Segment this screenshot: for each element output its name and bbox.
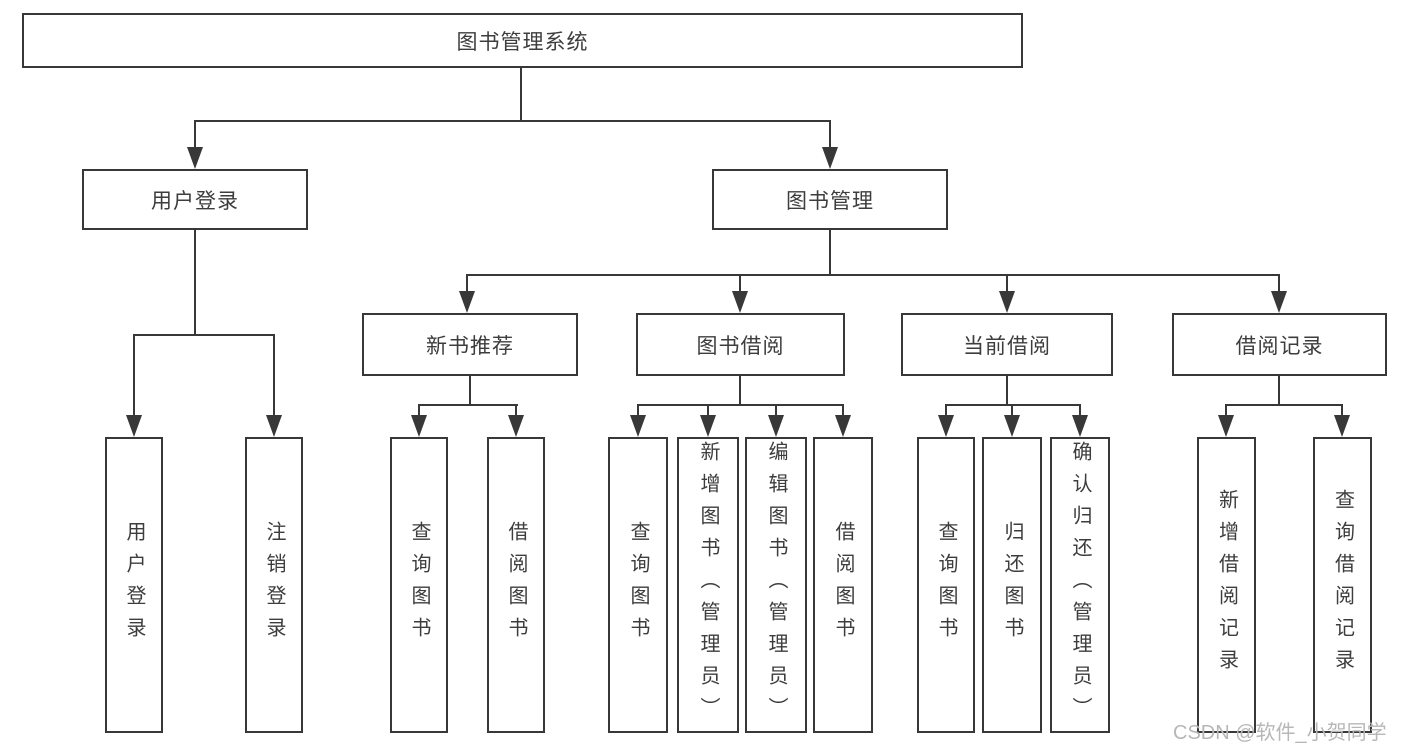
leaf-query-books-recommend: 查询图书 [390, 437, 448, 733]
connector-line [1341, 404, 1343, 418]
leaf-edit-books-admin: 编辑图书（管理员） [745, 437, 807, 733]
node-label: 图书借阅 [696, 334, 785, 358]
connector-line [707, 404, 709, 418]
arrow-down-icon [732, 291, 748, 313]
arrow-down-icon [126, 415, 142, 437]
connector-line [133, 334, 135, 417]
connector-line [945, 404, 947, 418]
connector-line [739, 274, 741, 294]
connector-line [1006, 274, 1008, 294]
connector-line [829, 230, 831, 276]
node-label: 借阅图书 [505, 521, 527, 649]
node-label: 归还图书 [1001, 521, 1023, 649]
leaf-add-books-admin: 新增图书（管理员） [677, 437, 739, 733]
arrow-down-icon [1334, 415, 1350, 437]
node-label: 注销登录 [263, 521, 285, 649]
csdn-watermark: CSDN @软件_小贺同学 [1173, 722, 1387, 744]
connector-line [466, 274, 468, 294]
leaf-query-books-current: 查询图书 [917, 437, 975, 733]
connector-line [418, 404, 420, 418]
node-label: 图书管理系统 [456, 30, 589, 54]
connector-line [133, 334, 275, 336]
connector-line [739, 376, 741, 406]
connector-line [775, 404, 777, 418]
arrow-down-icon [266, 415, 282, 437]
arrow-down-icon [1072, 415, 1088, 437]
connector-line [1225, 404, 1343, 406]
leaf-add-borrow-record: 新增借阅记录 [1197, 437, 1256, 733]
arrow-down-icon [768, 415, 784, 437]
connector-line [194, 120, 831, 122]
leaf-return-books: 归还图书 [982, 437, 1042, 733]
connector-line [637, 404, 844, 406]
node-label: 借阅记录 [1235, 334, 1324, 358]
arrow-down-icon [1218, 415, 1234, 437]
leaf-logout: 注销登录 [245, 437, 303, 733]
arrow-down-icon [1271, 291, 1287, 313]
arrow-down-icon [411, 415, 427, 437]
connector-line [1225, 404, 1227, 418]
arrow-down-icon [630, 415, 646, 437]
node-book-borrow: 图书借阅 [636, 313, 845, 376]
node-label: 用户登录 [151, 189, 239, 213]
arrow-down-icon [459, 291, 475, 313]
node-label: 查询图书 [408, 521, 430, 649]
connector-line [469, 376, 471, 406]
arrow-down-icon [938, 415, 954, 437]
arrow-down-icon [508, 415, 524, 437]
node-new-book-recommend: 新书推荐 [362, 313, 578, 376]
connector-line [1079, 404, 1081, 418]
connector-line [418, 404, 518, 406]
connector-line [520, 68, 522, 122]
node-label: 当前借阅 [963, 334, 1051, 358]
node-label: 新增图书（管理员） [697, 441, 719, 729]
arrow-down-icon [999, 291, 1015, 313]
node-book-management: 图书管理 [712, 169, 948, 230]
arrow-down-icon [835, 415, 851, 437]
leaf-borrow-books-recommend: 借阅图书 [487, 437, 545, 733]
arrow-down-icon [1004, 415, 1020, 437]
connector-line [194, 230, 196, 336]
connector-line [1006, 376, 1008, 406]
connector-line [1278, 274, 1280, 294]
node-library-system: 图书管理系统 [22, 13, 1023, 68]
arrow-down-icon [187, 147, 203, 169]
connector-line [515, 404, 517, 418]
node-label: 确认归还（管理员） [1069, 441, 1091, 729]
connector-line [194, 120, 196, 150]
connector-line [1278, 376, 1280, 406]
leaf-confirm-return-admin: 确认归还（管理员） [1050, 437, 1110, 733]
connector-line [842, 404, 844, 418]
connector-line [466, 274, 1280, 276]
node-user-login: 用户登录 [82, 169, 308, 230]
node-label: 查询图书 [627, 521, 649, 649]
arrow-down-icon [700, 415, 716, 437]
node-label: 查询图书 [935, 521, 957, 649]
node-label: 借阅图书 [832, 521, 854, 649]
connector-line [273, 334, 275, 417]
connector-line [1011, 404, 1013, 418]
leaf-query-borrow-record: 查询借阅记录 [1313, 437, 1372, 733]
node-current-borrow: 当前借阅 [901, 313, 1113, 376]
connector-line [637, 404, 639, 418]
leaf-user-login: 用户登录 [105, 437, 163, 733]
arrow-down-icon [822, 147, 838, 169]
node-label: 新书推荐 [426, 334, 514, 358]
node-label: 用户登录 [123, 521, 145, 649]
node-label: 查询借阅记录 [1331, 489, 1354, 681]
node-borrow-records: 借阅记录 [1172, 313, 1387, 376]
node-label: 编辑图书（管理员） [765, 441, 787, 729]
node-label: 图书管理 [786, 189, 874, 213]
leaf-borrow-books: 借阅图书 [813, 437, 873, 733]
connector-line [945, 404, 1081, 406]
node-label: 新增借阅记录 [1215, 489, 1238, 681]
leaf-query-books-borrow: 查询图书 [608, 437, 668, 733]
connector-line [829, 120, 831, 150]
